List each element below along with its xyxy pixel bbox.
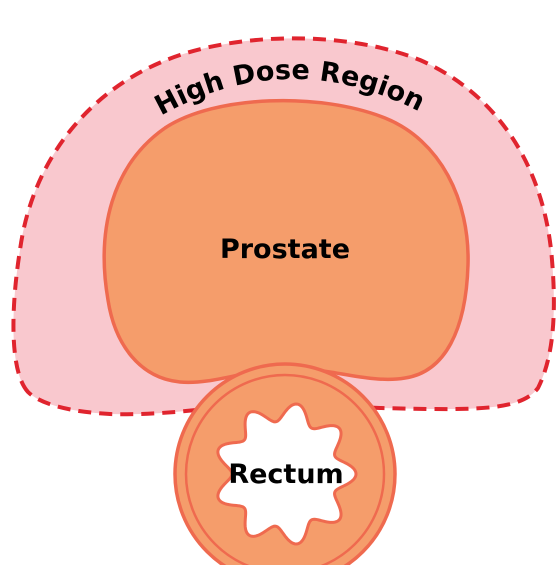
rectum-label: Rectum (228, 459, 343, 490)
prostate-label: Prostate (220, 234, 350, 265)
